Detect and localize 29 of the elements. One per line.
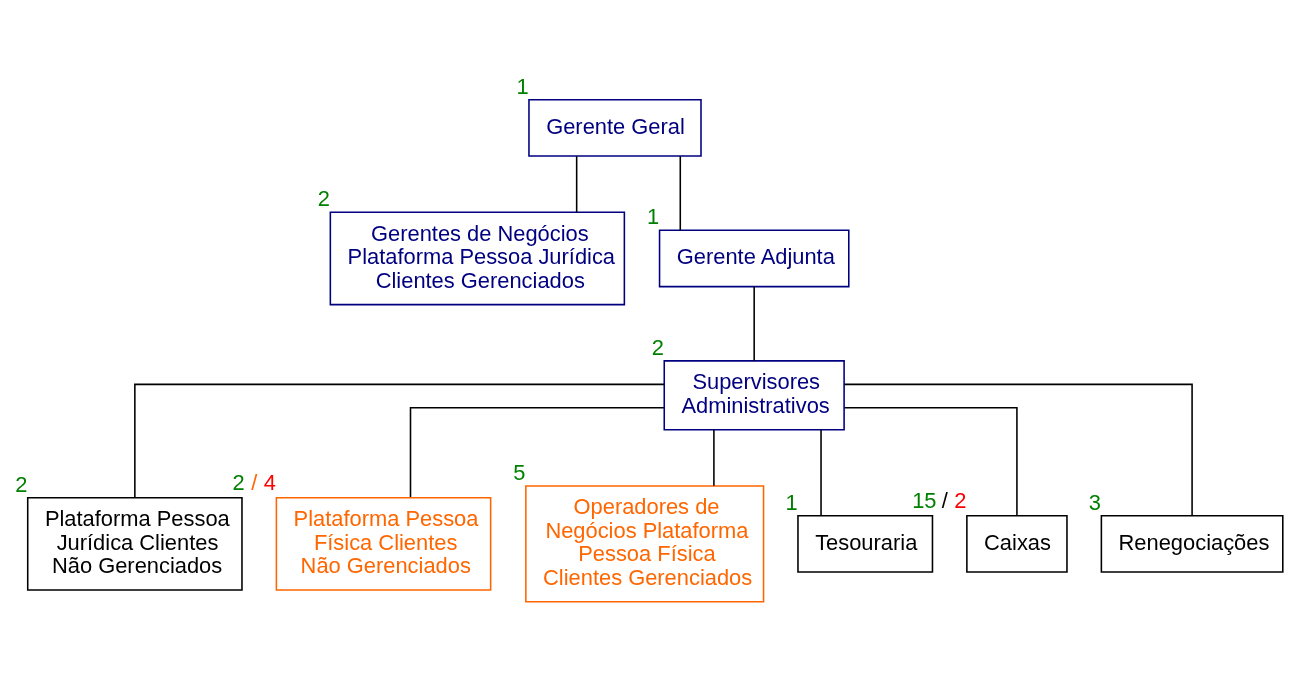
node-box: Supervisores Administrativos <box>663 360 845 431</box>
node-label: 1 <box>647 204 660 230</box>
node-box: Caixas <box>966 514 1068 573</box>
node-label: 2 / 4 <box>232 470 276 496</box>
node-box: Gerente Adjunta <box>658 229 850 288</box>
node-label: 5 <box>513 460 526 486</box>
connector <box>575 155 578 213</box>
node-label: 2 <box>15 471 28 497</box>
node-box: Gerentes de Negócios Plataforma Pessoa Jurídica Clientes Gerenciados <box>329 211 626 306</box>
connector <box>679 155 682 231</box>
node-label: 15 / 2 <box>912 488 967 514</box>
node-box: Renegociações <box>1100 514 1284 573</box>
connector <box>843 383 1193 517</box>
node-box: Operadores de Negócios Plataforma Pessoa Física Clientes Gerenciados <box>525 485 765 603</box>
connector <box>753 286 755 362</box>
node-box: Gerente Geral <box>528 98 702 157</box>
connector <box>713 429 715 487</box>
connector <box>134 383 665 499</box>
node-label: 2 <box>317 186 330 212</box>
node-label: 3 <box>1088 489 1102 515</box>
connector <box>409 407 665 498</box>
node-label: 2 <box>651 334 664 360</box>
node-box: Plataforma Pessoa Física Clientes Não Gerenciados <box>275 496 492 591</box>
connector <box>820 429 822 517</box>
node-label: 1 <box>785 489 798 515</box>
node-box: Plataforma Pessoa Jurídica Clientes Não Gerenciados <box>26 496 243 591</box>
connector <box>843 407 1018 517</box>
node-box: Tesouraria <box>797 514 934 573</box>
node-label: 1 <box>516 73 529 99</box>
